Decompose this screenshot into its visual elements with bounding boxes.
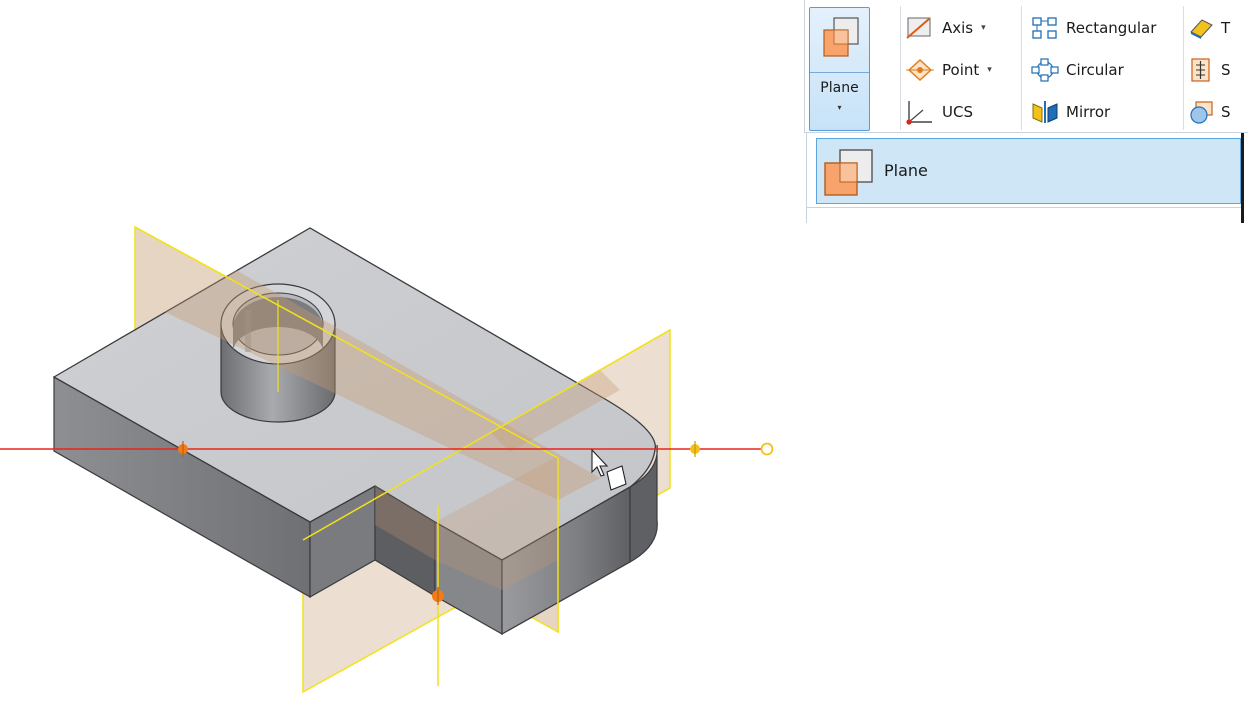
solid-part[interactable] bbox=[52, 227, 658, 636]
chevron-down-icon[interactable]: ▾ bbox=[987, 65, 992, 75]
split-button[interactable]: S bbox=[1188, 55, 1231, 85]
cursor-plane-icon bbox=[591, 448, 627, 491]
plane-dropdown-menu: Plane bbox=[806, 133, 1244, 223]
chevron-down-icon[interactable]: ▾ bbox=[837, 103, 842, 112]
thicken-button[interactable]: T bbox=[1188, 13, 1230, 43]
mirror-icon bbox=[1032, 101, 1058, 123]
rectangular-pattern-icon bbox=[1032, 17, 1057, 39]
surface-button[interactable]: S bbox=[1188, 97, 1231, 127]
ucs-icon bbox=[906, 101, 932, 125]
ribbon-separator bbox=[1183, 6, 1184, 130]
circular-pattern-button[interactable]: Circular bbox=[1031, 55, 1124, 85]
rectangular-label: Rectangular bbox=[1066, 19, 1157, 37]
point-icon bbox=[906, 59, 934, 81]
surface-icon bbox=[1190, 101, 1213, 124]
axis-endpoint-handle[interactable] bbox=[760, 442, 774, 456]
plane-button-label: Plane bbox=[820, 80, 859, 96]
dropdown-item-plane[interactable]: Plane bbox=[816, 138, 1241, 204]
plane-button-divider bbox=[810, 72, 869, 73]
cylinder-boss[interactable] bbox=[220, 283, 336, 423]
work-point-3[interactable] bbox=[432, 587, 444, 605]
chevron-down-icon[interactable]: ▾ bbox=[981, 23, 986, 33]
work-plane-overlays bbox=[134, 226, 671, 632]
split-icon bbox=[1191, 58, 1210, 82]
work-point-1[interactable] bbox=[178, 441, 188, 457]
mirror-button[interactable]: Mirror bbox=[1031, 97, 1110, 127]
dropdown-item-label: Plane bbox=[884, 161, 928, 180]
point-button[interactable]: Point ▾ bbox=[905, 55, 992, 85]
circular-pattern-icon bbox=[1031, 58, 1059, 82]
point-label: Point bbox=[942, 61, 980, 79]
circular-label: Circular bbox=[1066, 61, 1124, 79]
thicken-icon bbox=[1190, 19, 1213, 39]
axis-button[interactable]: Axis ▾ bbox=[905, 13, 986, 43]
ucs-label: UCS bbox=[942, 103, 973, 121]
dropdown-edge bbox=[1241, 133, 1244, 223]
ribbon-separator bbox=[1021, 6, 1022, 130]
rectangular-pattern-button[interactable]: Rectangular bbox=[1031, 13, 1156, 43]
dropdown-divider bbox=[807, 207, 1241, 208]
plane-icon bbox=[824, 149, 873, 196]
work-point-2[interactable] bbox=[690, 441, 700, 457]
split-label: S bbox=[1221, 61, 1231, 79]
axis-label: Axis bbox=[942, 19, 974, 37]
ribbon-work-features-panel: Plane ▾ Axis ▾ Point ▾ UCS bbox=[804, 0, 1248, 133]
surface-label: S bbox=[1221, 103, 1231, 121]
plane-icon bbox=[823, 17, 859, 57]
ucs-button[interactable]: UCS bbox=[905, 97, 973, 127]
thicken-label: T bbox=[1221, 19, 1231, 37]
plane-split-button[interactable]: Plane ▾ bbox=[809, 7, 870, 131]
axis-icon bbox=[906, 17, 931, 39]
ribbon-separator bbox=[900, 6, 901, 130]
mirror-label: Mirror bbox=[1066, 103, 1111, 121]
